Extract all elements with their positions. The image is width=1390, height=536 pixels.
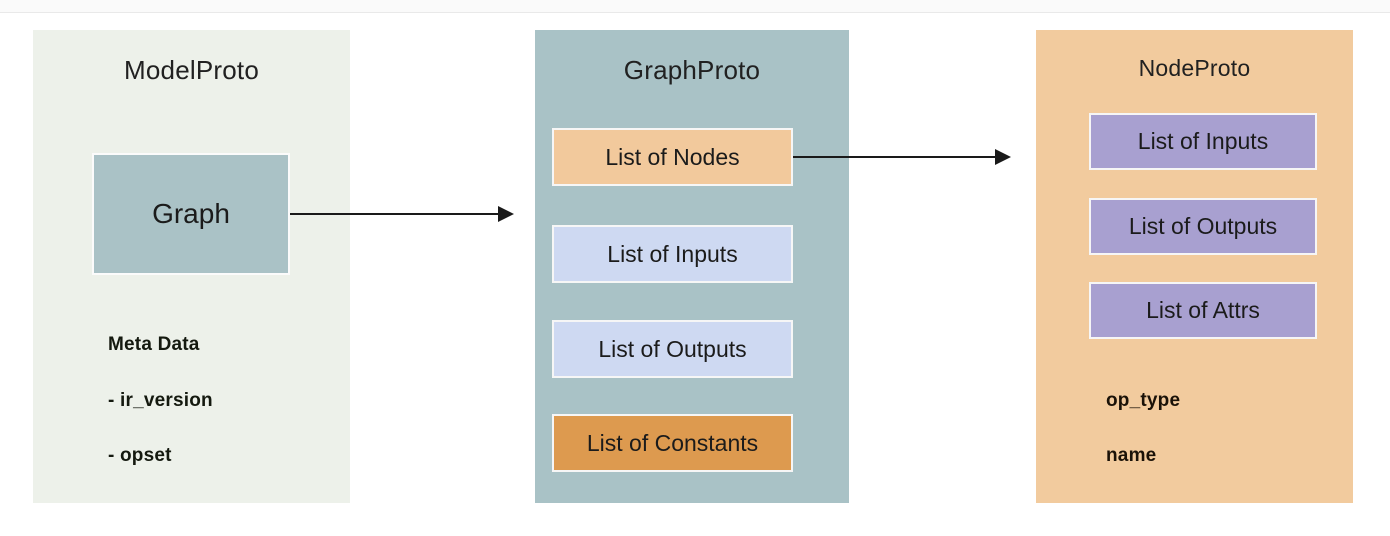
field-op-type: op_type [1106,390,1181,411]
meta-item-opset: - opset [108,445,172,466]
top-strip [0,0,1390,13]
box-list-of-constants: List of Constants [552,414,793,472]
arrow-line [290,213,498,215]
box-list-of-nodes: List of Nodes [552,128,793,186]
meta-data-heading: Meta Data [108,334,200,355]
panel-modelproto: ModelProto Graph Meta Data - ir_version … [33,30,350,503]
arrow-head-icon [498,206,514,222]
box-list-of-attrs: List of Attrs [1089,282,1317,339]
panel-graphproto: GraphProto List of Nodes List of Inputs … [535,30,849,503]
panel-nodeproto: NodeProto List of Inputs List of Outputs… [1036,30,1353,503]
meta-item-ir-version: - ir_version [108,390,213,411]
box-graph-list-of-outputs: List of Outputs [552,320,793,378]
box-node-list-of-inputs: List of Inputs [1089,113,1317,170]
field-name: name [1106,445,1157,466]
arrow-head-icon [995,149,1011,165]
panel-graphproto-title: GraphProto [623,55,761,85]
panel-modelproto-title: ModelProto [124,55,259,85]
panel-nodeproto-title: NodeProto [1138,55,1251,81]
graph-box: Graph [92,153,290,275]
box-graph-list-of-inputs: List of Inputs [552,225,793,283]
box-node-list-of-outputs: List of Outputs [1089,198,1317,255]
graph-box-label: Graph [152,198,230,229]
arrow-line [793,156,995,158]
